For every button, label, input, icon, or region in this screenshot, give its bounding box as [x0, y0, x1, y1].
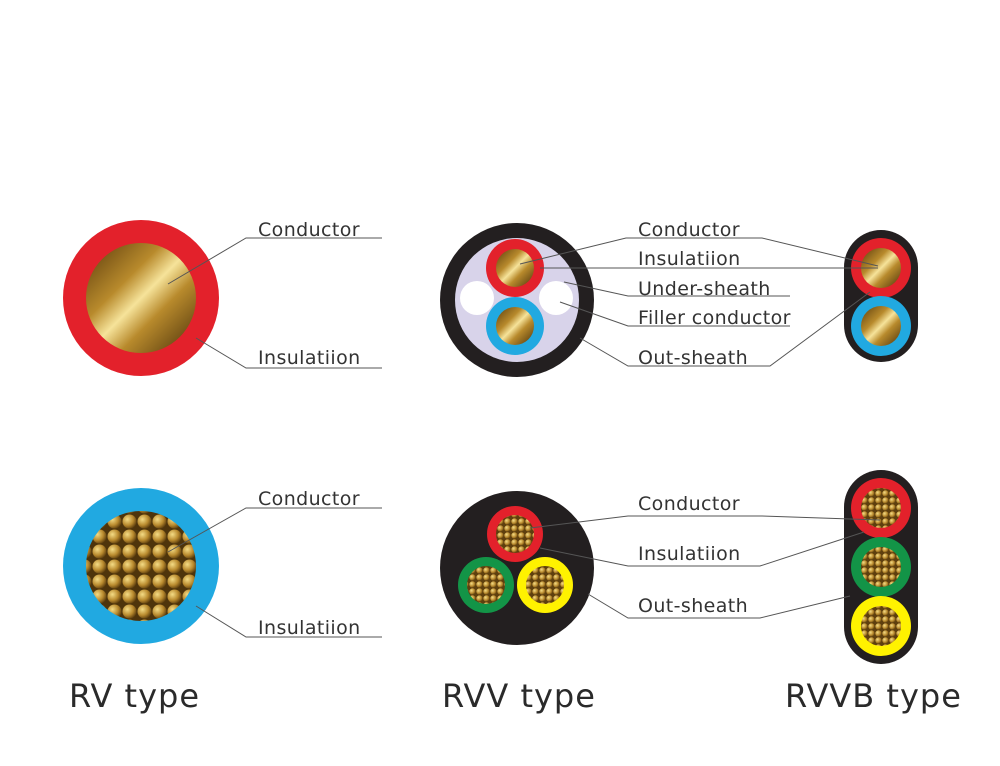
rvvb-solid-core1-conductor	[861, 248, 901, 288]
rv-stranded-insulation-leader	[195, 605, 382, 638]
under-sheath-leader	[563, 281, 790, 297]
rv-solid-cable	[63, 220, 219, 376]
rvv-solid-callouts: Conductor Insulatiion Under-sheath Fille…	[519, 219, 879, 369]
rvvb-type-title: RVVB type	[785, 677, 962, 715]
conductor-leader-bottom	[529, 515, 881, 529]
rvvb-stranded-core1-conductor	[861, 488, 901, 528]
rvv-solid-filler-right	[539, 281, 573, 315]
rv-stranded-insulation-label: Insulatiion	[258, 617, 361, 639]
rv-stranded-conductor-leader	[167, 507, 382, 553]
rvv-solid-filler-label: Filler conductor	[638, 307, 791, 329]
rvv-stranded-core3-conductor	[526, 566, 564, 604]
rvv-solid-cable	[440, 223, 594, 377]
rvv-solid-out-sheath-label: Out-sheath	[638, 347, 748, 369]
rvv-stranded-insulation-label: Insulatiion	[638, 543, 741, 565]
rvv-stranded-core1-conductor	[496, 515, 534, 553]
rvvb-stranded-core3-conductor	[861, 606, 901, 646]
rvv-solid-core2-conductor	[496, 307, 534, 345]
rvv-stranded-out-sheath-label: Out-sheath	[638, 595, 748, 617]
rvv-solid-conductor-label: Conductor	[638, 219, 740, 241]
rv-solid-insulation-leader	[195, 337, 382, 369]
rvvb-stranded-cable	[844, 470, 918, 664]
rv-solid-callouts: Conductor Insulatiion	[167, 219, 382, 369]
rv-type-title: RV type	[69, 677, 200, 715]
rvv-solid-core1-conductor	[496, 249, 534, 287]
rvv-solid-insulation-label: Insulatiion	[638, 248, 741, 270]
rv-stranded-conductor	[86, 511, 196, 621]
insulation-leader-bottom	[539, 531, 865, 567]
rv-solid-insulation-label: Insulatiion	[258, 347, 361, 369]
out-sheath-leader-top	[579, 291, 871, 367]
rvvb-solid-cable	[844, 230, 918, 362]
rv-solid-conductor-leader	[167, 237, 382, 285]
rvvb-stranded-core2-conductor	[861, 547, 901, 587]
rv-stranded-cable	[63, 488, 219, 644]
filler-leader	[559, 301, 790, 327]
rv-solid-conductor-label: Conductor	[258, 219, 360, 241]
rvvb-solid-core2-conductor	[861, 306, 901, 346]
rv-solid-conductor	[86, 243, 196, 353]
rvv-stranded-core2-conductor	[467, 566, 505, 604]
rvv-stranded-cable	[440, 491, 594, 645]
rvv-type-title: RVV type	[442, 677, 596, 715]
rvv-stranded-callouts: Conductor Insulatiion Out-sheath	[529, 493, 881, 619]
rv-stranded-conductor-label: Conductor	[258, 488, 360, 510]
rvv-solid-filler-left	[460, 281, 494, 315]
conductor-leader-top	[519, 237, 879, 267]
out-sheath-leader-bottom	[587, 593, 851, 619]
rv-stranded-callouts: Conductor Insulatiion	[167, 488, 382, 639]
rvv-solid-under-sheath-label: Under-sheath	[638, 278, 771, 300]
rvv-stranded-conductor-label: Conductor	[638, 493, 740, 515]
